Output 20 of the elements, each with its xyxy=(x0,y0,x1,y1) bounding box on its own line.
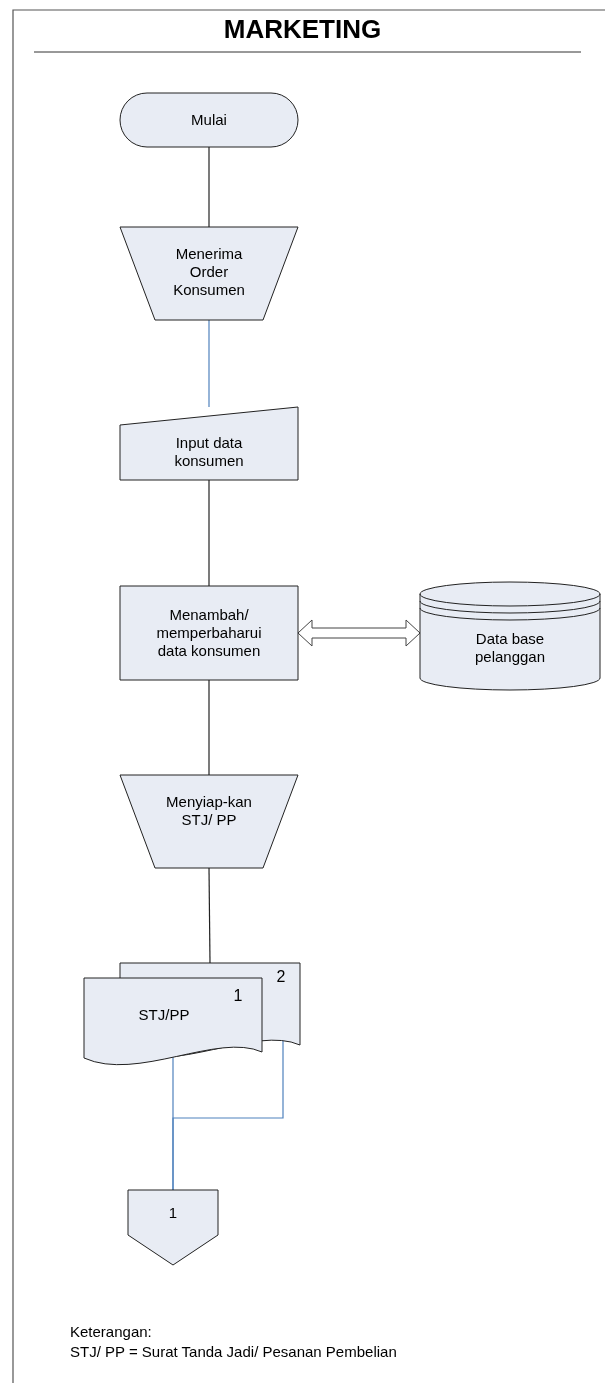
connector-line xyxy=(208,679,210,776)
node-label: Input data konsumen xyxy=(173,434,245,470)
connector-line xyxy=(208,479,210,587)
node-label: Menambah/ memperbaharui data konsumen xyxy=(155,606,263,660)
node-label: Menerima Order Konsumen xyxy=(172,245,246,299)
note-text: STJ/ PP = Surat Tanda Jadi/ Pesanan Pembelian xyxy=(70,1343,397,1361)
node-label: Mulai xyxy=(190,111,228,129)
node-label: Data base pelanggan xyxy=(473,630,547,666)
connector-line xyxy=(208,867,211,964)
page-number: 1 xyxy=(232,987,244,1005)
title: MARKETING xyxy=(222,14,383,44)
page-number: 2 xyxy=(275,968,287,986)
note-text: Keterangan: xyxy=(70,1323,152,1341)
connector-line xyxy=(208,146,210,228)
connector-line xyxy=(208,319,210,408)
node-label: Menyiap-kan STJ/ PP xyxy=(166,793,252,829)
double-arrow xyxy=(297,619,421,647)
page-number: 1 xyxy=(167,1204,179,1222)
connector-line xyxy=(172,1040,284,1191)
node-label: STJ/PP xyxy=(137,1006,191,1024)
